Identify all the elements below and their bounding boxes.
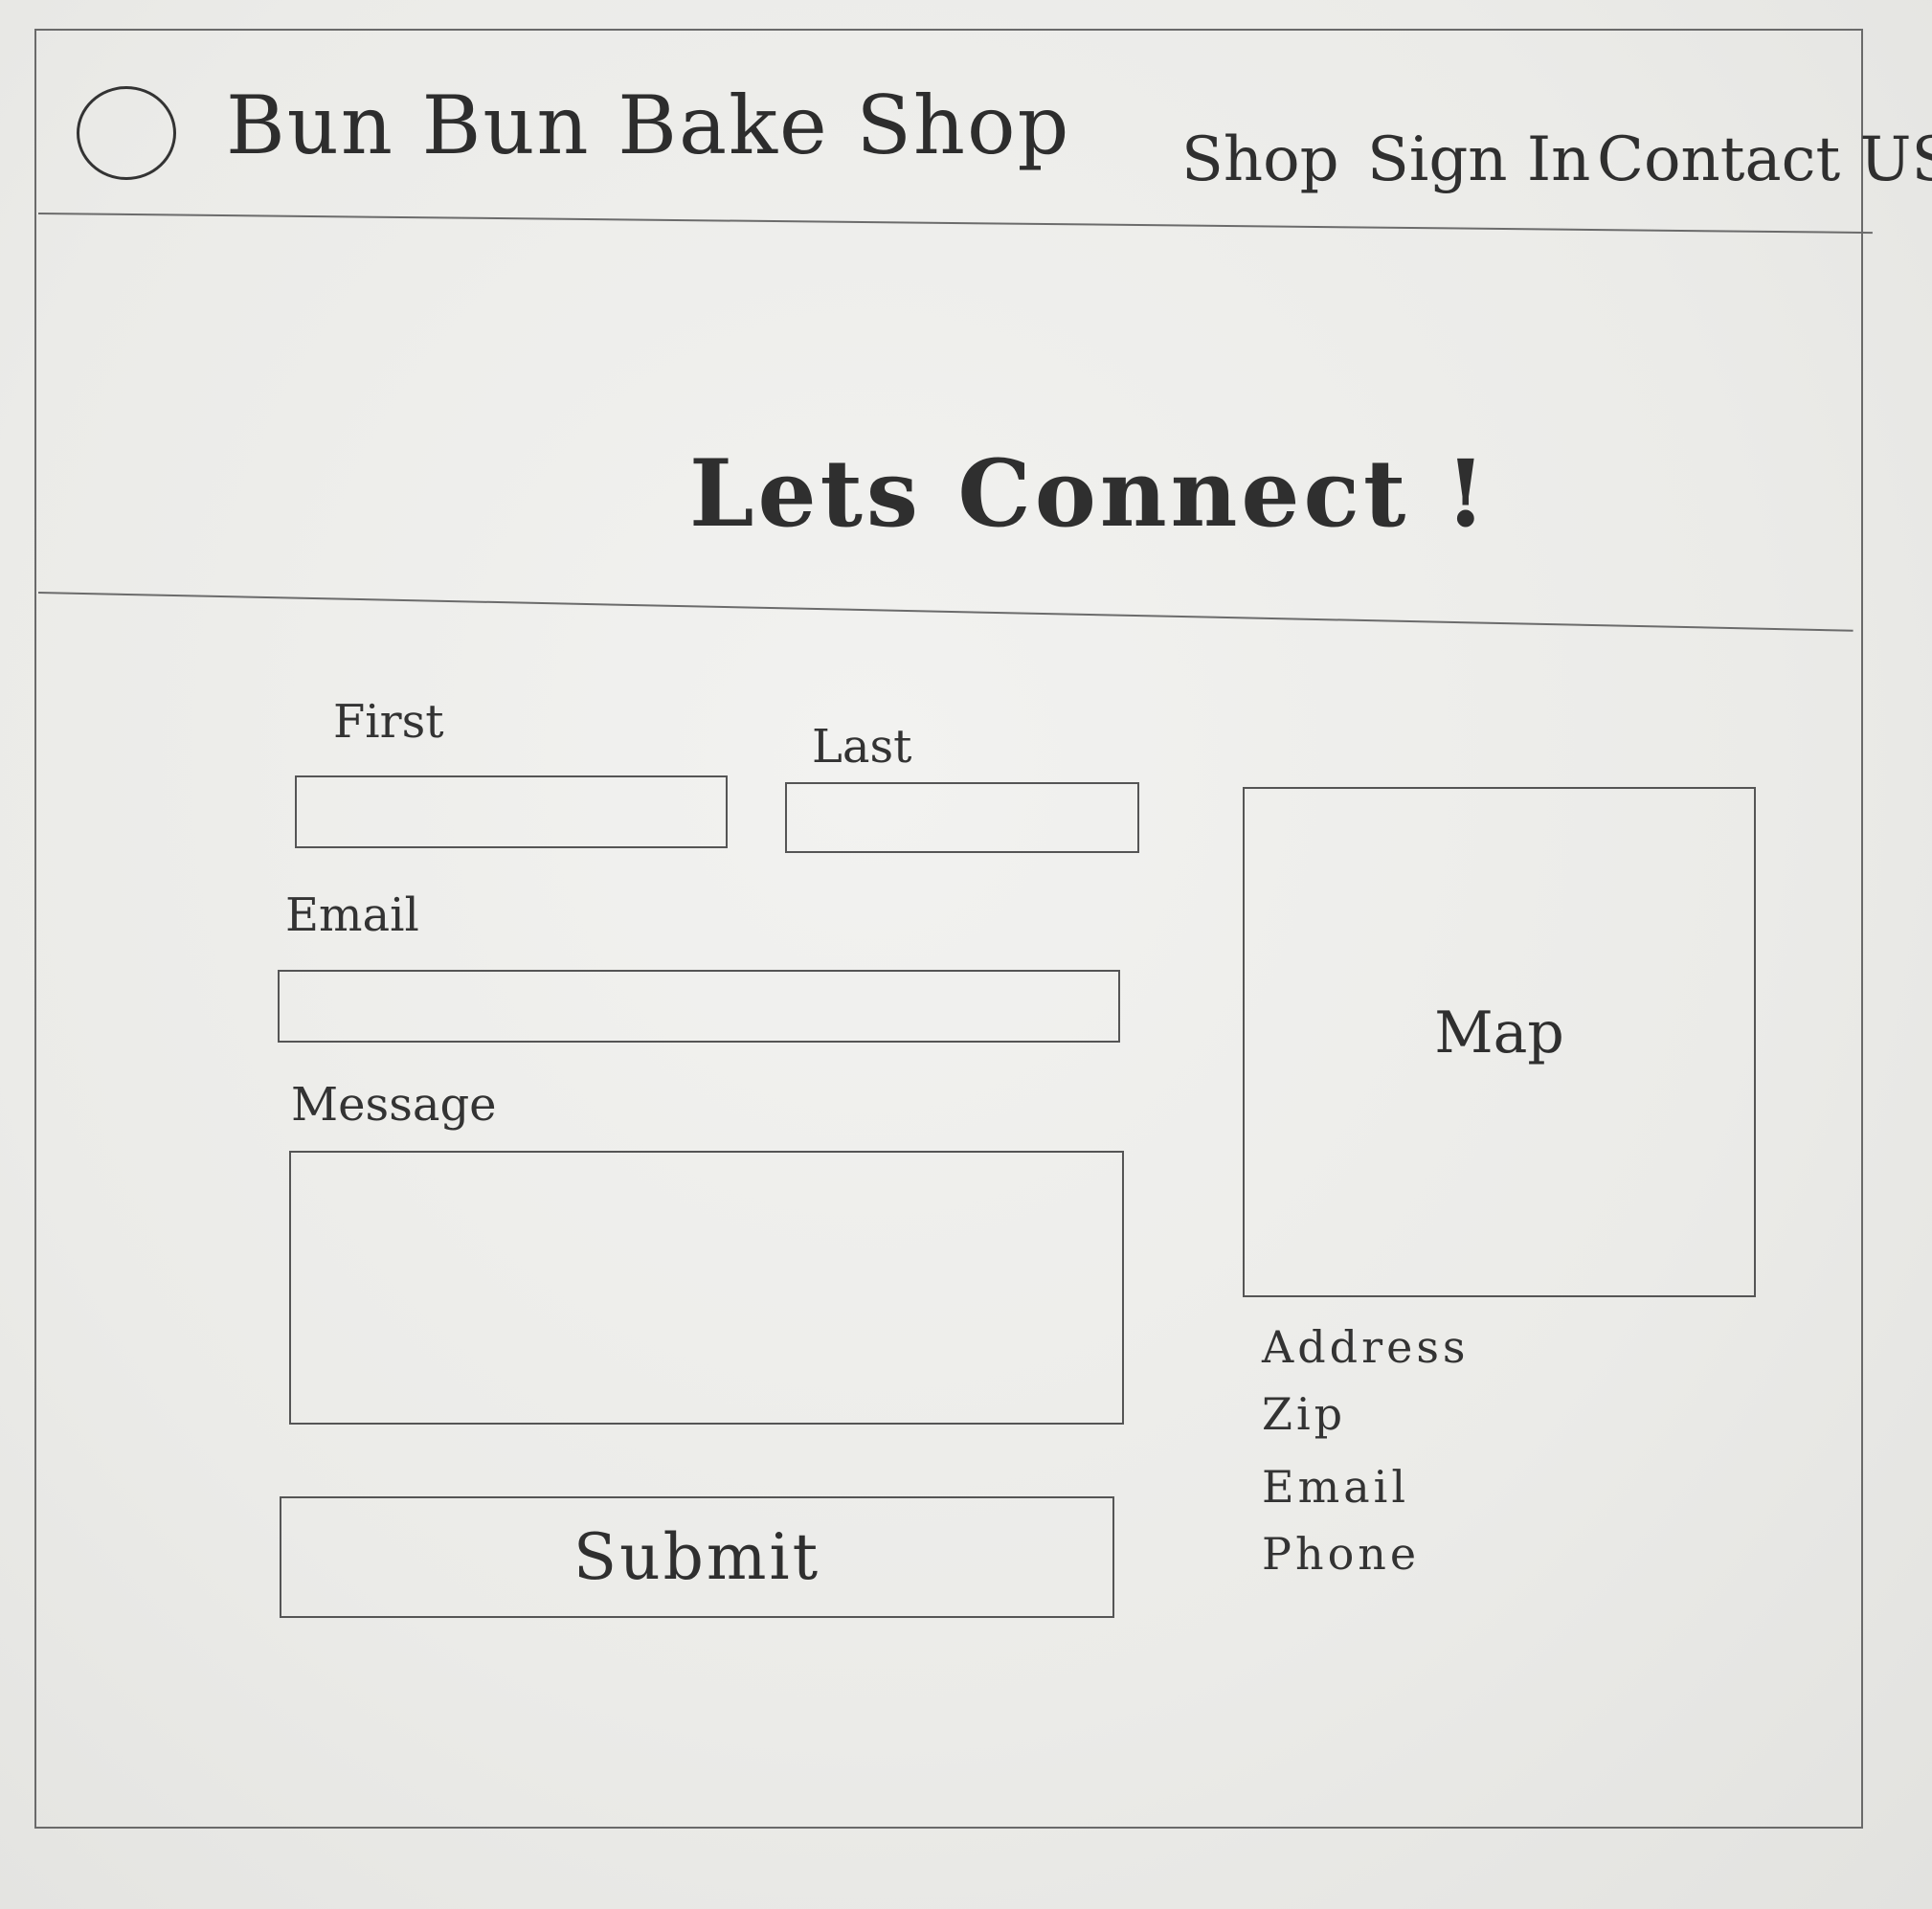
map-placeholder: Map (1243, 787, 1756, 1297)
submit-button[interactable]: Submit (280, 1496, 1114, 1618)
first-name-label: First (333, 695, 444, 749)
last-name-label: Last (812, 720, 912, 774)
brand-name[interactable]: Bun Bun Bake Shop (226, 79, 1071, 172)
message-label: Message (291, 1078, 497, 1132)
page-title: Lets Connect ! (689, 439, 1490, 549)
contact-phone: Phone (1262, 1528, 1421, 1580)
nav-shop[interactable]: Shop (1181, 124, 1339, 195)
page-frame (34, 29, 1863, 1829)
email-input[interactable] (278, 970, 1120, 1043)
contact-address: Address (1262, 1321, 1470, 1373)
nav-sign-in[interactable]: Sign In (1367, 124, 1591, 195)
contact-zip: Zip (1262, 1388, 1347, 1440)
first-name-input[interactable] (295, 775, 728, 848)
contact-email: Email (1262, 1461, 1410, 1513)
logo-circle-icon[interactable] (77, 86, 176, 180)
email-label: Email (285, 888, 419, 942)
last-name-input[interactable] (785, 782, 1139, 853)
nav-contact-us[interactable]: Contact US (1597, 124, 1932, 195)
map-label: Map (1434, 999, 1564, 1067)
message-textarea[interactable] (289, 1151, 1124, 1425)
